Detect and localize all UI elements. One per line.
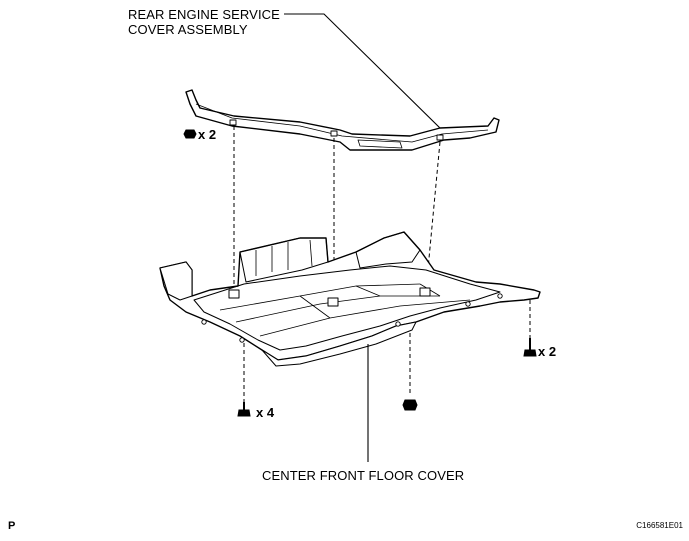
rear-cover-bolt — [183, 129, 197, 139]
floor-cover-bolt-right — [523, 338, 537, 357]
illustration-code: C166581E01 — [636, 521, 683, 530]
rear-cover-bolts-left-quantity: x 2 — [198, 127, 217, 142]
floor-cover-bolt-left — [237, 402, 251, 417]
page-mark: P — [8, 520, 16, 532]
center-front-floor-cover — [159, 231, 541, 367]
rear-engine-service-cover-assembly — [185, 89, 500, 151]
floor-cover-nut — [402, 399, 418, 411]
floor-cover-bolts-right-quantity: x 2 — [538, 344, 557, 359]
rear-cover-callout-line-1: REAR ENGINE SERVICE — [128, 7, 280, 22]
floor-cover-bolts-left-quantity: x 4 — [256, 405, 275, 420]
rear-cover-leader-line — [284, 13, 443, 131]
rear-cover-callout-line-2: COVER ASSEMBLY — [128, 22, 248, 37]
rear-cover-callout: REAR ENGINE SERVICE COVER ASSEMBLY — [128, 7, 280, 37]
floor-cover-callout: CENTER FRONT FLOOR COVER — [262, 468, 465, 483]
